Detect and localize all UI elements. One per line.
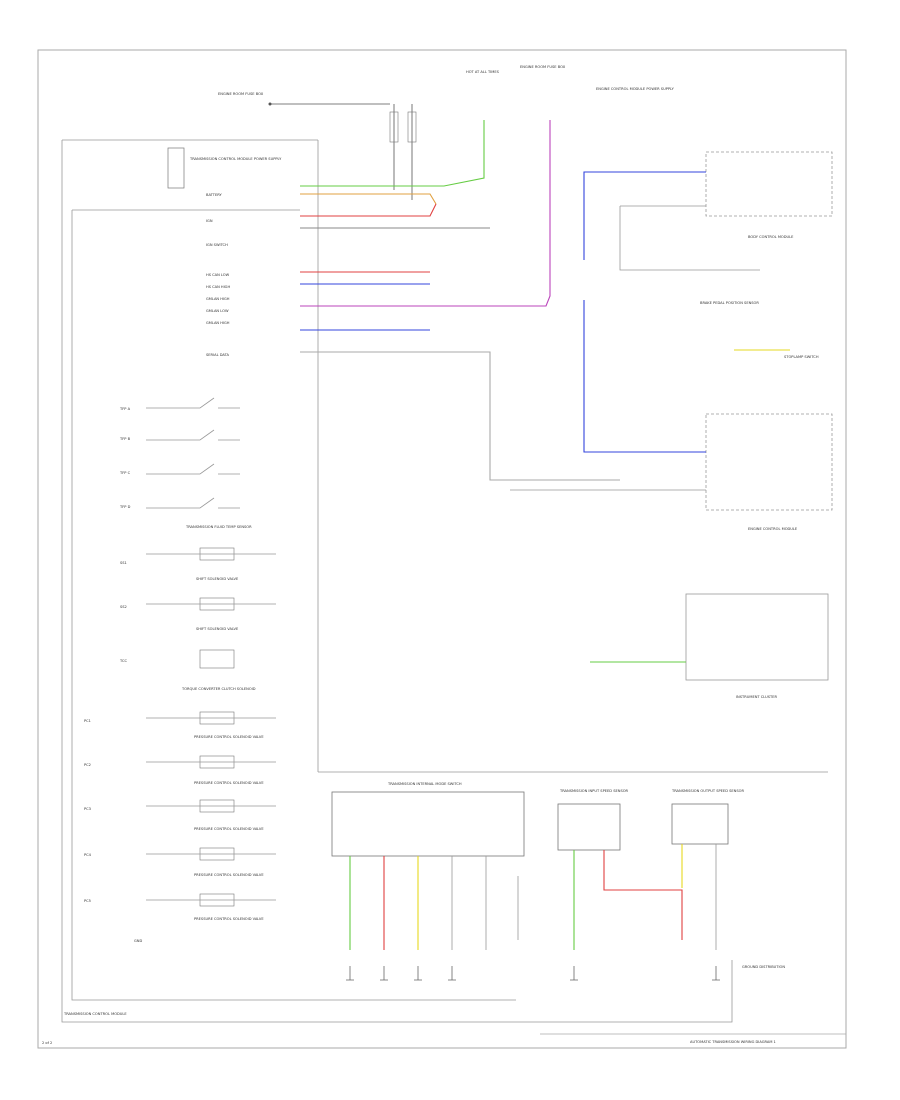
tcm-wire-group: [300, 120, 620, 481]
power-supply-symbol: [167, 147, 185, 189]
solenoid-label: SHIFT SOLENOID VALVE: [196, 627, 239, 631]
pin-label: GMLAN HIGH: [206, 321, 230, 325]
wire-range-gray: [451, 856, 519, 950]
pin-label: BATTERY: [206, 193, 223, 197]
diagram-title: AUTOMATIC TRANSMISSION WIRING DIAGRAM 1: [690, 1040, 776, 1044]
solenoid-pin: SS1: [120, 561, 127, 565]
ground-icon: [712, 966, 720, 981]
bcm-label: BODY CONTROL MODULE: [748, 235, 794, 239]
pin-label: HS CAN HIGH: [206, 285, 230, 289]
switch-symbol: [146, 429, 240, 441]
pin-label: GMLAN LOW: [206, 309, 229, 313]
solenoid-coil: [199, 649, 235, 669]
output-speed-label: TRANSMISSION OUTPUT SPEED SENSOR: [671, 789, 744, 793]
ground-icon: [448, 966, 456, 981]
ecm-box: [705, 413, 833, 511]
bcm-box: [705, 151, 833, 217]
output-speed-box: [671, 803, 729, 845]
switch-label: TFP C: [119, 471, 131, 475]
pin-label: IGN: [206, 219, 213, 223]
ecm-label: ENGINE CONTROL MODULE: [748, 527, 798, 531]
pin-label: IGN SWITCH: [206, 243, 228, 247]
input-speed-box: [557, 803, 621, 851]
wire-green: [300, 120, 485, 187]
tcm-inner-boundary: [71, 210, 516, 1001]
brake-switch-label: BRAKE PEDAL POSITION SENSOR: [700, 301, 759, 305]
solenoid-pin: SS2: [120, 605, 127, 609]
ground-icon: [414, 966, 422, 981]
tcm-pin-labels: BATTERY IGN IGN SWITCH HS CAN LOW HS CAN…: [206, 193, 230, 357]
solenoid-label: TRANSMISSION FLUID TEMP SENSOR: [185, 525, 252, 529]
wire-blue-bcm: [583, 171, 706, 260]
solenoid-label: PRESSURE CONTROL SOLENOID VALVE: [194, 827, 264, 831]
solenoid-label: PRESSURE CONTROL SOLENOID VALVE: [194, 873, 264, 877]
diagram-frame: [37, 49, 847, 1049]
solenoid-pin: PC1: [84, 719, 91, 723]
ground-icon: [380, 966, 388, 981]
solenoid-stack: TRANSMISSION FLUID TEMP SENSOR SS1 SHIFT…: [84, 525, 276, 943]
solenoid-pin: PC5: [84, 899, 91, 903]
tcm-label: TRANSMISSION CONTROL MODULE: [63, 1012, 127, 1016]
wire-red-1: [300, 203, 437, 217]
wire-orange: [300, 193, 437, 205]
solenoid-pin: PC3: [84, 807, 91, 811]
ipc-box: [685, 593, 829, 681]
wire-magenta: [300, 120, 551, 307]
hot-label: HOT AT ALL TIMES: [466, 70, 500, 74]
wire-blue-ecm: [583, 300, 706, 453]
fuse-element-2: [407, 111, 417, 143]
input-speed-label: TRANSMISSION INPUT SPEED SENSOR: [559, 789, 629, 793]
power-supply-label: TRANSMISSION CONTROL MODULE POWER SUPPLY: [189, 157, 282, 161]
pin-label: SERIAL DATA: [206, 353, 230, 357]
fuse-junction: [268, 102, 272, 106]
switch-symbol: [146, 497, 240, 509]
solenoid-label: SHIFT SOLENOID VALVE: [196, 577, 239, 581]
switch-label: TFP B: [119, 437, 131, 441]
relay-label: ENGINE ROOM FUSE BOX: [520, 65, 566, 69]
fuse-label: ENGINE ROOM FUSE BOX: [218, 92, 264, 96]
ground-symbols: [346, 966, 720, 981]
wire-speed-red: [603, 850, 683, 940]
pin-label: HS CAN LOW: [206, 273, 230, 277]
ipc-label: INSTRUMENT CLUSTER: [736, 695, 777, 699]
ground-icon: [346, 966, 354, 981]
ground-dist-label: GROUND DISTRIBUTION: [742, 965, 785, 969]
solenoid-pin: TCC: [119, 659, 127, 663]
stoplamp-label: STOPLAMP SWITCH: [784, 355, 819, 359]
switch-label: TFP A: [119, 407, 131, 411]
ecm-power-label: ENGINE CONTROL MODULE POWER SUPPLY: [596, 87, 675, 91]
solenoid-label: TORQUE CONVERTER CLUTCH SOLENOID: [181, 687, 256, 691]
pin-label: GMLAN HIGH: [206, 297, 230, 301]
solenoid-label: PRESSURE CONTROL SOLENOID VALVE: [194, 735, 264, 739]
page-number: 2 of 2: [42, 1041, 52, 1045]
bcm-link: [619, 205, 760, 271]
gnd-label: GND: [134, 939, 142, 943]
solenoid-label: PRESSURE CONTROL SOLENOID VALVE: [194, 917, 264, 921]
range-switch-box: [331, 791, 525, 857]
range-switches: TFP A TFP B TFP C TFP D: [119, 397, 240, 509]
fuse-element-1: [389, 111, 399, 143]
switch-symbol: [146, 463, 240, 475]
switch-label: TFP D: [119, 505, 131, 509]
ground-icon: [570, 966, 578, 981]
switch-symbol: [146, 397, 240, 409]
range-switch-label: TRANSMISSION INTERNAL MODE SWITCH: [387, 782, 462, 786]
solenoid-pin: PC4: [84, 853, 92, 857]
wire-serial: [300, 351, 620, 481]
solenoid-pin: PC2: [84, 763, 91, 767]
tcm-boundary: [61, 140, 733, 1023]
solenoid-label: PRESSURE CONTROL SOLENOID VALVE: [194, 781, 264, 785]
